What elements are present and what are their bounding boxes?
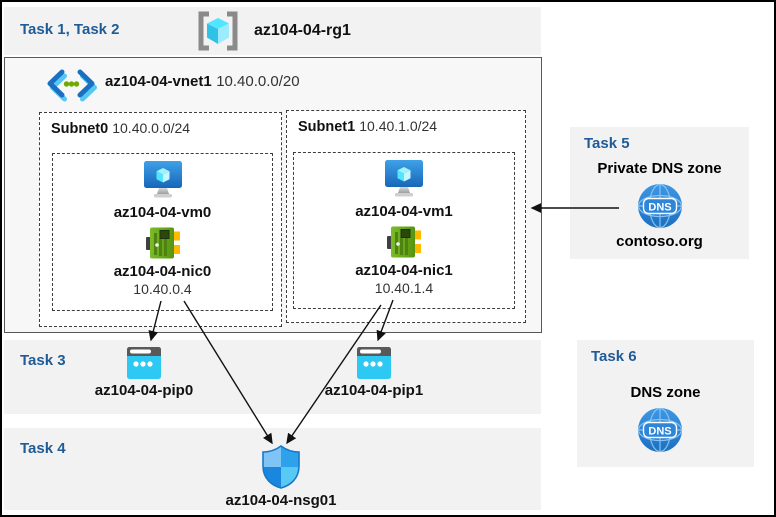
task3-band: Task 3 az104-04-pip0 az104-04-pip1 — [4, 340, 541, 414]
subnet1-box: Subnet1 10.40.1.0/24 az104-04-vm1 — [286, 110, 526, 323]
subnet0-name: Subnet0 — [51, 121, 109, 137]
vnet-address: 10.40.0.0/20 — [216, 73, 300, 90]
resource-group-icon — [198, 11, 238, 51]
private-dns-title: Private DNS zone — [597, 160, 722, 177]
virtual-machine-icon — [385, 160, 423, 197]
task6-label: Task 6 — [591, 348, 637, 365]
nic1-name: az104-04-nic1 — [355, 262, 453, 279]
public-ip0: az104-04-pip0 — [89, 347, 199, 399]
task3-label: Task 3 — [20, 352, 66, 369]
network-interface-icon — [145, 227, 180, 259]
vm0-name: az104-04-vm0 — [113, 204, 212, 221]
pip0-name: az104-04-pip0 — [94, 382, 194, 399]
virtual-network-icon — [47, 69, 97, 102]
nsg-group: az104-04-nsg01 — [226, 444, 336, 509]
pip1-name: az104-04-pip1 — [324, 382, 424, 399]
subnet1-address: 10.40.1.0/24 — [359, 118, 438, 134]
nsg-name: az104-04-nsg01 — [225, 492, 337, 509]
task6-box: Task 6 DNS zone DNS — [577, 340, 754, 467]
vm0-box: az104-04-vm0 az104-04-nic0 10.40.0.4 — [52, 153, 273, 311]
subnet0-label: Subnet0 10.40.0.0/24 — [51, 120, 190, 137]
task5-box: Task 5 Private DNS zone DNS contoso.org — [570, 127, 749, 259]
virtual-machine-icon — [143, 161, 182, 198]
subnet1-label: Subnet1 10.40.1.0/24 — [298, 118, 437, 135]
vm1-name: az104-04-vm1 — [355, 203, 453, 220]
task4-label: Task 4 — [20, 440, 66, 457]
network-security-group-icon — [262, 445, 300, 489]
network-interface-icon — [387, 226, 421, 258]
dns-icon-label: DNS — [648, 202, 671, 214]
task12-label: Task 1, Task 2 — [20, 21, 120, 38]
dns-icon: DNS — [637, 407, 683, 453]
private-dns-zone-name: contoso.org — [616, 233, 703, 250]
resource-group-name: az104-04-rg1 — [254, 22, 351, 39]
task5-label: Task 5 — [584, 135, 630, 152]
subnet0-address: 10.40.0.0/24 — [112, 120, 191, 136]
public-ip-icon — [127, 347, 161, 379]
task4-band: Task 4 az104-04-nsg01 — [4, 428, 541, 510]
subnet0-box: Subnet0 10.40.0.0/24 az104-04-vm0 — [39, 112, 282, 327]
vnet-box: az104-04-vnet1 10.40.0.0/20 Subnet0 10.4… — [4, 57, 542, 333]
vm1-box: az104-04-vm1 az104-04-nic1 10.40.1.4 — [293, 152, 515, 309]
dns-icon-label: DNS — [648, 426, 671, 438]
public-ip1: az104-04-pip1 — [319, 347, 429, 399]
dns-icon: DNS — [637, 183, 683, 229]
vnet-name: az104-04-vnet1 — [105, 73, 212, 90]
nic0-name: az104-04-nic0 — [113, 263, 212, 280]
dns-zone-title: DNS zone — [630, 384, 701, 401]
public-ip-icon — [357, 347, 391, 379]
nic1-ip: 10.40.1.4 — [374, 280, 434, 296]
nic0-ip: 10.40.0.4 — [133, 281, 192, 297]
subnet1-name: Subnet1 — [298, 119, 356, 135]
task12-band: Task 1, Task 2 az104-04-rg1 — [4, 7, 541, 55]
